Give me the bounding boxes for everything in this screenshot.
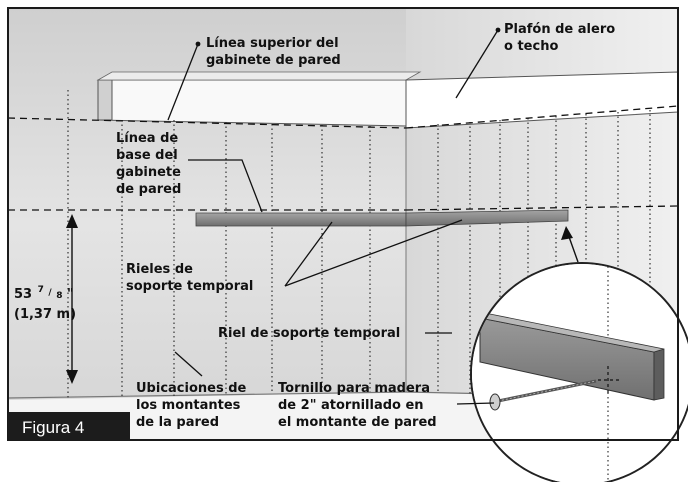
label-single-rail: Riel de soporte temporal xyxy=(218,326,400,341)
soffit-left xyxy=(97,79,407,127)
support-rail-left xyxy=(195,212,407,227)
figure-label: Figura 4 xyxy=(22,418,84,437)
top-cabinet-line xyxy=(8,105,678,129)
label-studs: Ubicaciones de los montantes de la pared xyxy=(136,381,251,430)
label-rails: Rieles de soporte temporal xyxy=(126,262,253,294)
label-screw: Tornillo para madera de 2" atornillado e… xyxy=(278,381,437,430)
height-dimension xyxy=(66,214,78,384)
detail-magnifier xyxy=(470,262,688,482)
figure-tab: Figura 4 xyxy=(8,412,130,440)
soffit-right xyxy=(405,71,678,129)
label-top-line: Línea superior del gabinete de pared xyxy=(206,36,343,68)
base-cabinet-line xyxy=(8,205,678,211)
support-rail-right xyxy=(405,209,569,227)
label-height: 53 7 / 8 " (1,37 m) xyxy=(14,281,78,322)
label-soffit: Plafón de alero o techo xyxy=(504,22,620,54)
leader-dots xyxy=(195,27,501,47)
detail-pointer xyxy=(561,226,579,263)
leader-lines xyxy=(167,29,499,405)
stud-lines xyxy=(67,90,651,398)
room-walls xyxy=(8,8,678,440)
screw-detail xyxy=(489,379,597,411)
frame-border xyxy=(7,7,679,441)
label-base-line: Línea de base del gabinete de pared xyxy=(116,131,185,197)
